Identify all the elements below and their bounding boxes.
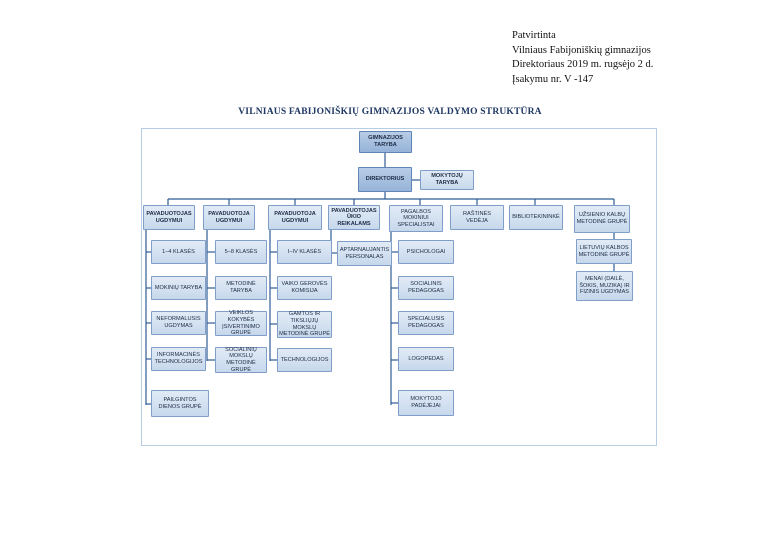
teachers-council-box: MOKYTOJŲ TARYBA (420, 170, 474, 190)
support-item: SPECIALUSIS PEDAGOGAS (398, 311, 454, 335)
deputy2-box: PAVADUOTOJA UGDYMUI (203, 205, 255, 230)
dep1-item: NEFORMALUSIS UGDYMAS (151, 311, 206, 335)
dep2-item: SOCIALINIŲ MOKSLŲ METODINĖ GRUPĖ (215, 347, 267, 373)
deputy3-box: PAVADUOTOJA UGDYMUI (268, 205, 322, 230)
dep3-item: VAIKO GEROVĖS KOMISIJA (277, 276, 332, 300)
secretary-box: RAŠTINĖS VEDĖJA (450, 205, 504, 230)
dep3-item: TECHNOLOGIJOS (277, 348, 332, 372)
approval-line: Direktoriaus 2019 m. rugsėjo 2 d. (512, 59, 654, 70)
dep1-item: MOKINIŲ TARYBA (151, 276, 206, 300)
dep2-item: METODINĖ TARYBA (215, 276, 267, 300)
languages-item: MENAI (DAILĖ, ŠOKIS, MUZIKA) IR FIZINIS … (576, 271, 633, 301)
support-item: LOGOPEDAS (398, 347, 454, 371)
director-box: DIREKTORIUS (358, 167, 412, 192)
dep1-item: INFORMACINĖS TECHNOLOGIJOS (151, 347, 206, 371)
support-item: MOKYTOJO PADĖJĖJAI (398, 390, 454, 416)
support-box: PAGALBOS MOKINIUI SPECIALISTAI (389, 205, 443, 232)
document-title: VILNIAUS FABIJONIŠKIŲ GIMNAZIJOS VALDYMO… (238, 107, 542, 117)
languages-box: UŽSIENIO KALBŲ METODINĖ GRUPĖ (574, 205, 630, 233)
dep2-item: VEIKLOS KOKYBĖS ĮSIVERTINIMO GRUPĖ (215, 310, 267, 336)
deputy4-box: PAVADUOTOJAS ŪKIO REIKALAMS (328, 205, 380, 230)
dep4-item: APTARNAUJANTIS PERSONALAS (337, 241, 392, 266)
support-item: SOCIALINIS PEDAGOGAS (398, 276, 454, 300)
approval-block: Patvirtinta Vilniaus Fabijoniškių gimnaz… (512, 29, 653, 87)
approval-line: Įsakymu nr. V -147 (512, 73, 594, 85)
deputy1-box: PAVADUOTOJAS UGDYMUI (143, 205, 195, 230)
dep3-item: GAMTOS IR TIKSLIŲJŲ MOKSLŲ METODINĖ GRUP… (277, 311, 332, 338)
approval-line: Patvirtinta (512, 30, 556, 41)
dep3-item: I–IV KLASĖS (277, 240, 332, 264)
dep2-item: 5–8 KLASĖS (215, 240, 267, 264)
council-box: GIMNAZIJOS TARYBA (359, 131, 412, 153)
dep1-item: 1–4 KLASĖS (151, 240, 206, 264)
dep1-item: PAILGINTOS DIENOS GRUPĖ (151, 390, 209, 417)
approval-line: Vilniaus Fabijoniškių gimnazijos (512, 44, 651, 56)
org-chart-frame (141, 128, 657, 446)
support-item: PSICHOLOGAI (398, 240, 454, 264)
librarian-box: BIBLIOTEKININKĖ (509, 205, 563, 230)
languages-item: LIETUVIŲ KALBOS METODINĖ GRUPĖ (576, 239, 632, 264)
